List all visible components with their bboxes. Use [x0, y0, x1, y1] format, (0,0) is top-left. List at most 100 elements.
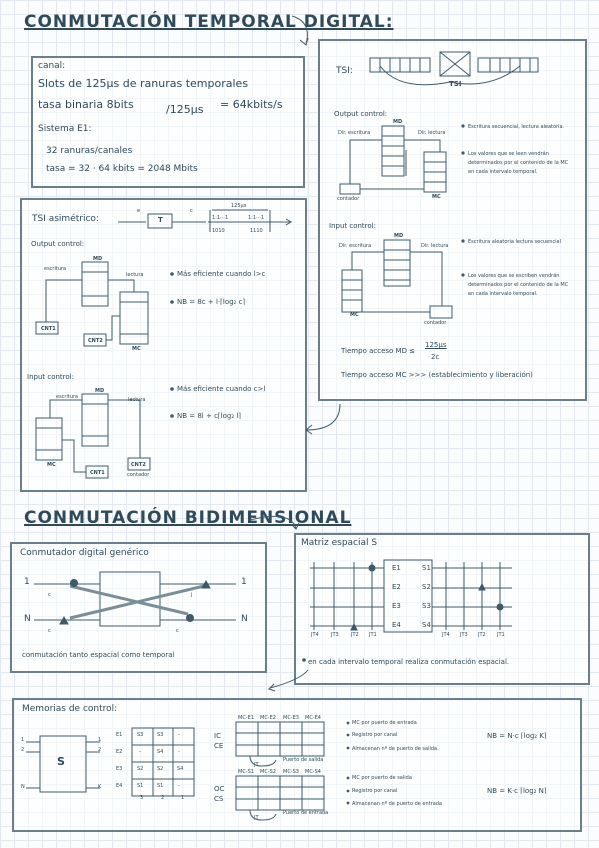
mem-e1-c3: -: [178, 732, 180, 738]
mem-row-e1-label: E1: [116, 732, 123, 738]
tsi-in-bullet2: Los valores que se escriben vendrán dete…: [468, 273, 569, 297]
asym-cnt2-in: CNT2: [131, 462, 146, 468]
asym-mc-out: MC: [132, 346, 141, 352]
section-title-temporal: CONMUTACIÓN TEMPORAL DIGITAL:: [24, 12, 394, 32]
frame-bottom-right: 1110: [250, 228, 263, 234]
tsi-output-diagram: [339, 125, 447, 195]
control-heading: Memorias de control:: [22, 704, 118, 714]
generic-out-n: N: [241, 614, 248, 624]
tsi-mc-label-in: MC: [350, 312, 359, 318]
generic-c-out: c: [176, 628, 179, 634]
ic-bullet2: Registro por canal: [352, 732, 398, 738]
asym-lectura-out: lectura: [126, 272, 144, 278]
control-in-2: 2: [21, 747, 25, 753]
asym-cnt1-in: CNT1: [90, 470, 105, 476]
oc-bullet2: Registro por canal: [352, 788, 398, 794]
mem-e1-c1: S3: [137, 732, 144, 738]
tsi-md-label-in: MD: [394, 233, 404, 239]
oc-bullet3: Almacenan nº de puerto de entrada: [352, 801, 442, 807]
mem-row-e4-label: E4: [116, 783, 123, 789]
access-md-den: 2c: [431, 353, 440, 361]
ic-h2: MC-E2: [260, 715, 276, 721]
tsi-block-label: TSI: [449, 80, 462, 88]
tsi-mc-label-out: MC: [432, 194, 441, 200]
generic-in-n: N: [24, 614, 31, 624]
control-out-2: 2: [98, 747, 102, 753]
generic-in-1: 1: [24, 577, 30, 587]
tsi-contador-in: contador: [424, 320, 447, 326]
mem-row-e2-label: E2: [116, 749, 123, 755]
frame-left-label: 1:1···1: [212, 215, 228, 221]
canal-line4: tasa = 32 · 64 kbits = 2048 Mbits: [46, 164, 198, 174]
mem-e3-c1: S2: [137, 766, 144, 772]
oc-h1: MC-S1: [238, 769, 254, 775]
canal-line3: 32 ranuras/canales: [46, 146, 133, 156]
asym-t-label: T: [158, 216, 163, 224]
mem-e4-c3: -: [178, 783, 180, 789]
asym-out-bullet2: NB = 8c + l·⌈log₂ c⌉: [177, 298, 246, 306]
ic-formula: NB = N·c ⌈log₂ K⌉: [487, 732, 547, 740]
generic-c-in-n: c: [48, 628, 51, 634]
ic-h4: MC-E4: [305, 715, 321, 721]
ic-bullet1: MC por puerto de entrada: [352, 720, 417, 726]
canal-line1: Slots de 125μs de ranuras temporales: [38, 77, 249, 90]
canal-box: [31, 56, 305, 188]
oc-h2: MC-S2: [260, 769, 276, 775]
tsi-out-bullet1: Escritura secuencial, lectura aleatoria.: [468, 124, 565, 130]
canal-line2a: tasa binaria 8bits: [38, 98, 134, 111]
arrow-title-to-tsi: [291, 15, 308, 45]
asym-cnt2-out: CNT2: [88, 338, 103, 344]
matrix-s2: S2: [422, 583, 431, 591]
matrix-s1: S1: [422, 564, 431, 572]
control-s-diagram: [26, 735, 100, 793]
matrix-jt3-left: JT3: [331, 632, 339, 638]
mem-e2-c3: -: [178, 749, 180, 755]
matrix-jt1-left: JT1: [369, 632, 377, 638]
asym-mc-in: MC: [47, 462, 56, 468]
access-md-text: Tiempo acceso MD ≤: [341, 347, 416, 355]
asym-e-label: e: [137, 208, 141, 214]
matrix-box: [294, 533, 590, 685]
mem-col-2: 2: [161, 795, 165, 801]
matrix-s4: S4: [422, 621, 431, 629]
generic-caption: conmutación tanto espacial como temporal: [22, 651, 175, 659]
mem-e1-c2: S3: [157, 732, 164, 738]
matrix-jt4-right: JT4: [442, 632, 450, 638]
ic-h3: MC-E3: [283, 715, 299, 721]
matrix-jt1-right: JT1: [497, 632, 505, 638]
asym-md-out: MD: [93, 256, 103, 262]
mem-e4-c2: S1: [157, 783, 164, 789]
canal-heading: canal:: [38, 61, 66, 71]
tsi-input-diagram: [341, 239, 453, 319]
oc-grid: [235, 775, 325, 821]
generic-out-1: 1: [241, 577, 247, 587]
matrix-e3: E3: [392, 602, 401, 610]
oc-bullet1: MC por puerto de salida: [352, 775, 412, 781]
oc-h4: MC-S4: [305, 769, 321, 775]
control-s-label: S: [57, 755, 65, 768]
control-in-n: N: [21, 784, 25, 790]
asym-tsi-box: [20, 198, 307, 492]
tsi-dir-escritura-out: Dir. escritura: [338, 130, 371, 136]
generic-j-out: j: [191, 592, 193, 598]
oc-jt: JT: [254, 815, 259, 821]
asym-contador-in: contador: [127, 472, 150, 478]
control-out-1: 1: [98, 737, 102, 743]
ic-bullet3: Almacenan nº de puerto de salida.: [352, 746, 439, 752]
matrix-bullet: en cada intervalo temporal realiza conmu…: [308, 658, 510, 666]
frame-top-label: 125μs: [231, 203, 247, 209]
frame-bottom-left: 1010: [212, 228, 225, 234]
tsi-contador-out: contador: [337, 196, 360, 202]
mem-e3-c3: S4: [177, 766, 184, 772]
memory-table-grid: [131, 727, 195, 797]
access-mc-text: Tiempo acceso MC >>> (establecimiento y …: [341, 371, 533, 379]
generic-c-in: c: [48, 592, 51, 598]
canal-line2b: /125μs: [166, 103, 204, 116]
asym-in-bullet2: NB = 8l + c⌈log₂ l⌉: [177, 412, 242, 420]
arrow-to-control: [269, 669, 309, 689]
tsi-dir-lectura-in: Dir. lectura: [421, 243, 449, 249]
asym-md-in: MD: [95, 388, 105, 394]
matrix-jt2-left: JT2: [351, 632, 359, 638]
mem-e2-c1: -: [139, 749, 141, 755]
